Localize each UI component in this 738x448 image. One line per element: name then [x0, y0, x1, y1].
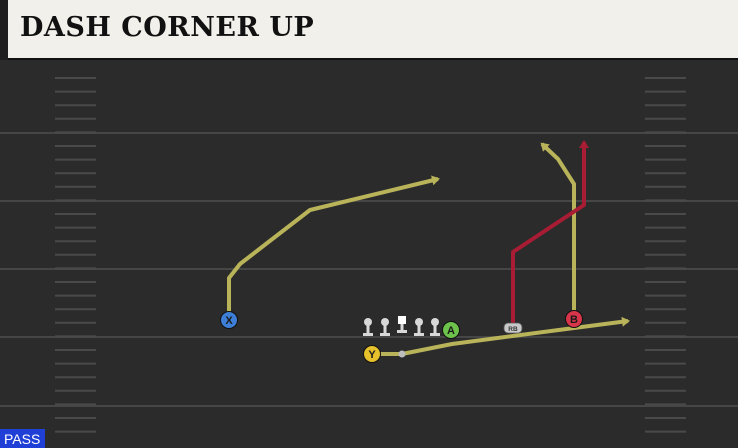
offensive-line	[363, 316, 440, 336]
yard-lines	[0, 132, 738, 407]
lineman	[430, 318, 440, 336]
player-y[interactable]: Y	[363, 345, 381, 363]
center-snap-marker	[397, 316, 407, 333]
route-x-corner-up	[227, 175, 440, 320]
player-x[interactable]: X	[220, 311, 238, 329]
player-b-label: B	[570, 314, 578, 326]
hash-marks-left	[55, 77, 96, 433]
lineman	[414, 318, 424, 336]
hash-marks-right	[645, 77, 686, 433]
player-y-label: Y	[368, 349, 376, 361]
play-field: X Y A B RB	[0, 60, 738, 448]
player-b[interactable]: B	[565, 310, 583, 328]
play-title-bar: DASH CORNER UP	[0, 0, 738, 60]
player-a-label: A	[447, 325, 455, 337]
play-title: DASH CORNER UP	[20, 12, 315, 43]
route-rb-wheel-up	[511, 140, 589, 328]
quarterback-marker	[398, 350, 406, 358]
route-y-motion-out	[372, 316, 630, 356]
player-x-label: X	[225, 315, 233, 327]
lineman	[363, 318, 373, 336]
field-surface	[0, 60, 738, 448]
lineman	[380, 318, 390, 336]
player-a[interactable]: A	[442, 321, 460, 339]
player-rb-label: RB	[508, 326, 518, 333]
player-rb[interactable]: RB	[503, 322, 523, 334]
route-b-go	[540, 142, 576, 319]
play-type-badge: PASS	[0, 429, 46, 448]
